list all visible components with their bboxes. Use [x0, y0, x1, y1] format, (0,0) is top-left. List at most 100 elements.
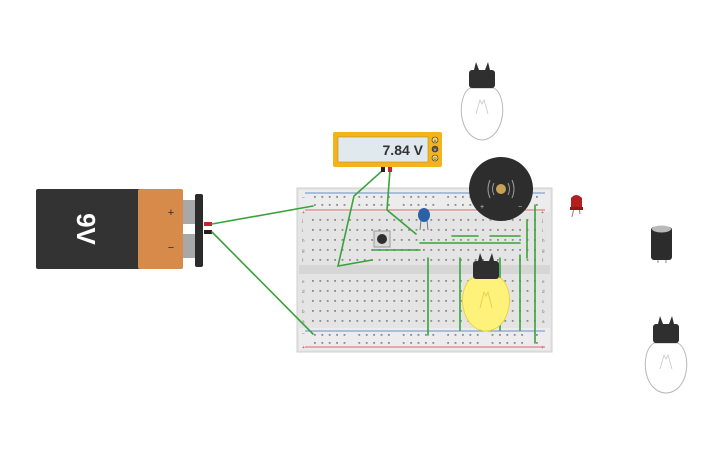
breadboard-hole[interactable]: [393, 310, 396, 312]
breadboard-hole[interactable]: [423, 280, 425, 282]
mode-ampere-dial[interactable]: [431, 136, 439, 144]
breadboard-hole[interactable]: [460, 290, 462, 292]
breadboard-hole[interactable]: [504, 249, 507, 251]
breadboard-hole[interactable]: [386, 300, 388, 302]
breadboard-hole[interactable]: [410, 342, 412, 344]
breadboard-hole[interactable]: [341, 320, 344, 322]
breadboard-hole[interactable]: [402, 342, 405, 344]
breadboard-hole[interactable]: [356, 300, 359, 302]
breadboard-hole[interactable]: [328, 196, 331, 198]
breadboard-hole[interactable]: [408, 320, 410, 322]
breadboard-hole[interactable]: [491, 334, 494, 336]
breadboard-hole[interactable]: [312, 310, 314, 312]
breadboard-hole[interactable]: [425, 334, 427, 336]
breadboard-hole[interactable]: [474, 229, 477, 231]
breadboard-hole[interactable]: [326, 280, 329, 282]
breadboard-hole[interactable]: [349, 320, 351, 322]
breadboard-hole[interactable]: [365, 334, 368, 336]
breadboard-hole[interactable]: [499, 334, 501, 336]
breadboard-hole[interactable]: [489, 249, 492, 251]
breadboard-hole[interactable]: [341, 310, 344, 312]
breadboard-hole[interactable]: [460, 249, 462, 251]
breadboard-hole[interactable]: [371, 280, 373, 282]
breadboard-hole[interactable]: [430, 310, 433, 312]
breadboard-hole[interactable]: [402, 196, 405, 198]
breadboard-hole[interactable]: [432, 204, 435, 206]
breadboard-hole[interactable]: [378, 320, 381, 322]
mode-volt-dial[interactable]: [431, 145, 439, 153]
breadboard-hole[interactable]: [447, 196, 449, 198]
breadboard-hole[interactable]: [402, 204, 405, 206]
breadboard-hole[interactable]: [437, 219, 440, 221]
breadboard-hole[interactable]: [365, 204, 368, 206]
breadboard-hole[interactable]: [460, 229, 462, 231]
breadboard-hole[interactable]: [469, 334, 472, 336]
breadboard-hole[interactable]: [445, 239, 447, 241]
breadboard-hole[interactable]: [349, 249, 351, 251]
breadboard-hole[interactable]: [363, 219, 366, 221]
breadboard-hole[interactable]: [497, 239, 499, 241]
breadboard-hole[interactable]: [326, 290, 329, 292]
breadboard-hole[interactable]: [378, 259, 381, 261]
breadboard-hole[interactable]: [430, 239, 433, 241]
breadboard-hole[interactable]: [437, 300, 440, 302]
breadboard-hole[interactable]: [511, 239, 514, 241]
breadboard-hole[interactable]: [400, 259, 403, 261]
breadboard-hole[interactable]: [415, 320, 418, 322]
breadboard-hole[interactable]: [334, 249, 336, 251]
breadboard-hole[interactable]: [371, 249, 373, 251]
breadboard-hole[interactable]: [349, 280, 351, 282]
breadboard-hole[interactable]: [336, 196, 338, 198]
breadboard-hole[interactable]: [437, 290, 440, 292]
breadboard-hole[interactable]: [336, 334, 338, 336]
breadboard-hole[interactable]: [506, 334, 509, 336]
breadboard-hole[interactable]: [415, 229, 418, 231]
breadboard-hole[interactable]: [408, 290, 410, 292]
breadboard-hole[interactable]: [380, 342, 383, 344]
breadboard-hole[interactable]: [371, 310, 373, 312]
breadboard-hole[interactable]: [460, 239, 462, 241]
breadboard-hole[interactable]: [513, 334, 516, 336]
breadboard-hole[interactable]: [417, 204, 420, 206]
breadboard-hole[interactable]: [408, 219, 410, 221]
breadboard-hole[interactable]: [519, 229, 521, 231]
breadboard-hole[interactable]: [334, 280, 336, 282]
breadboard-hole[interactable]: [408, 229, 410, 231]
pushbutton[interactable]: [373, 230, 391, 248]
breadboard-hole[interactable]: [519, 219, 521, 221]
breadboard-hole[interactable]: [511, 259, 514, 261]
breadboard-hole[interactable]: [326, 310, 329, 312]
breadboard-hole[interactable]: [378, 280, 381, 282]
breadboard-hole[interactable]: [336, 342, 338, 344]
breadboard-hole[interactable]: [511, 280, 514, 282]
breadboard-hole[interactable]: [452, 229, 455, 231]
breadboard-hole[interactable]: [356, 219, 359, 221]
breadboard-hole[interactable]: [454, 342, 457, 344]
breadboard-hole[interactable]: [312, 229, 314, 231]
breadboard-hole[interactable]: [489, 229, 492, 231]
breadboard-hole[interactable]: [356, 249, 359, 251]
breadboard-hole[interactable]: [526, 320, 529, 322]
breadboard-hole[interactable]: [482, 219, 484, 221]
breadboard-hole[interactable]: [321, 204, 324, 206]
breadboard-hole[interactable]: [511, 310, 514, 312]
breadboard-hole[interactable]: [410, 196, 412, 198]
breadboard-hole[interactable]: [373, 196, 375, 198]
battery-clip[interactable]: [195, 194, 203, 267]
breadboard-hole[interactable]: [415, 259, 418, 261]
breadboard-hole[interactable]: [312, 219, 314, 221]
breadboard-hole[interactable]: [445, 219, 447, 221]
breadboard-hole[interactable]: [341, 290, 344, 292]
breadboard-hole[interactable]: [334, 229, 336, 231]
breadboard-hole[interactable]: [511, 249, 514, 251]
breadboard-hole[interactable]: [445, 290, 447, 292]
breadboard-hole[interactable]: [415, 290, 418, 292]
breadboard-hole[interactable]: [462, 342, 464, 344]
breadboard-hole[interactable]: [437, 239, 440, 241]
breadboard-hole[interactable]: [452, 280, 455, 282]
breadboard-hole[interactable]: [314, 204, 316, 206]
breadboard-hole[interactable]: [445, 280, 447, 282]
breadboard-hole[interactable]: [462, 334, 464, 336]
breadboard-hole[interactable]: [371, 320, 373, 322]
breadboard-hole[interactable]: [341, 259, 344, 261]
